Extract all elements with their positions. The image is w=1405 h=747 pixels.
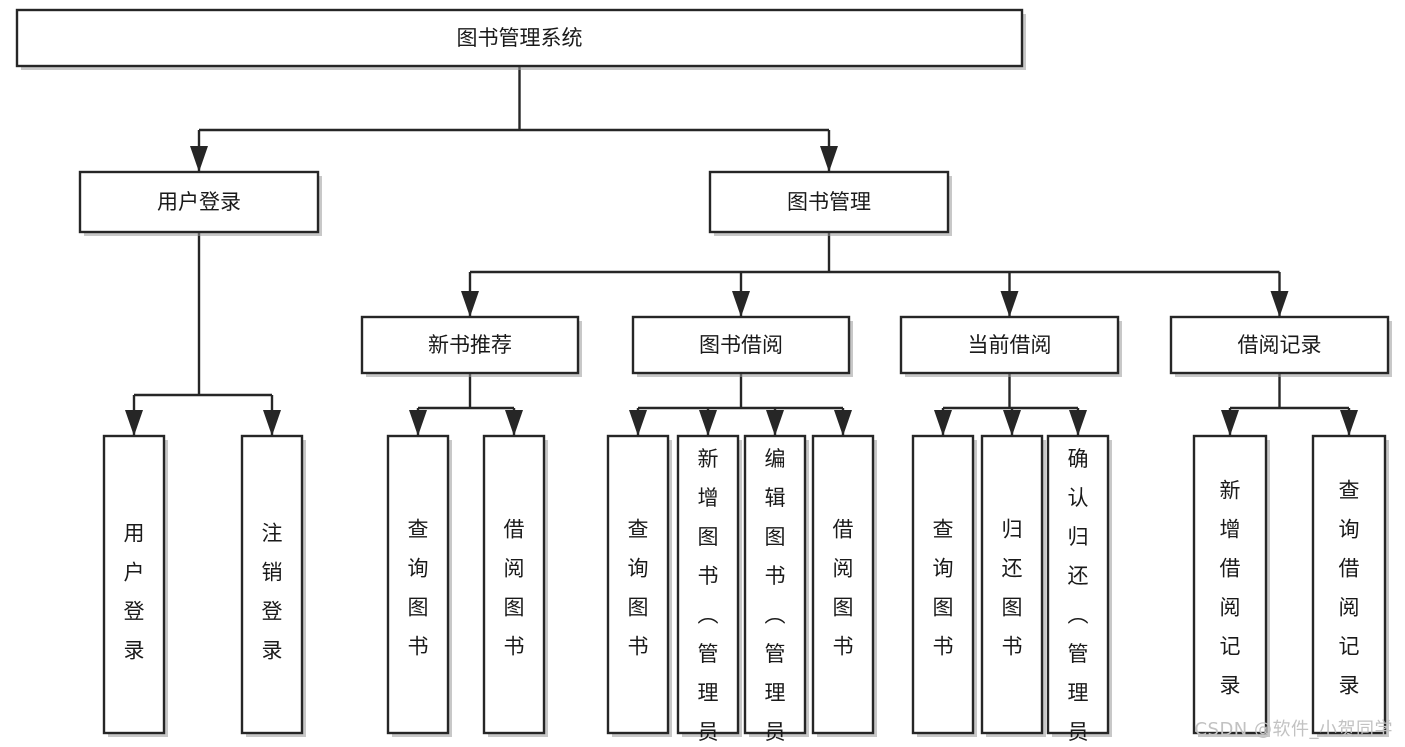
node-label: 图书管理系统 (457, 26, 583, 50)
node-leaf-1[interactable]: 注销登录 (240, 434, 306, 737)
arrow-head-icon (934, 410, 952, 436)
arrow-head-icon (629, 410, 647, 436)
arrow-head-icon (190, 146, 208, 172)
node-leaf-4[interactable]: 查询图书 (606, 434, 672, 737)
node-leaf-2[interactable]: 查询图书 (386, 434, 452, 737)
node-label: 用户登录 (157, 190, 241, 214)
box-outline (811, 434, 875, 735)
arrow-head-icon (461, 291, 479, 317)
node-level2-1[interactable]: 图书管理 (708, 170, 952, 236)
node-label: 查询图书 (408, 518, 429, 659)
arrow-head-icon (1270, 291, 1289, 317)
box-outline (676, 434, 740, 735)
node-label: 借阅记录 (1238, 333, 1322, 357)
node-leaf-10[interactable]: 确认归还︵管理员︶ (1046, 434, 1112, 747)
node-label: 注销登录 (262, 522, 283, 663)
arrow-head-icon (409, 410, 427, 436)
box-outline (631, 315, 851, 375)
box-outline (240, 434, 304, 735)
node-leaf-5[interactable]: 新增图书︵管理员︶ (676, 434, 742, 747)
node-label: 新增图书︵管理员︶ (698, 447, 719, 747)
node-label: 图书管理 (787, 190, 871, 214)
box-outline (386, 434, 450, 735)
box-outline (708, 170, 950, 234)
box-outline (606, 434, 670, 735)
arrow-head-icon (1069, 410, 1087, 436)
node-layer: 图书管理系统用户登录图书管理新书推荐图书借阅当前借阅借阅记录用户登录注销登录查询… (15, 8, 1392, 747)
node-leaf-12[interactable]: 查询借阅记录 (1311, 434, 1389, 737)
arrow-head-icon (1000, 291, 1019, 317)
node-label: 确认归还︵管理员︶ (1068, 447, 1089, 747)
box-outline (1192, 434, 1268, 735)
arrow-head-icon (820, 146, 838, 172)
node-label: 用户登录 (124, 522, 145, 663)
node-leaf-3[interactable]: 借阅图书 (482, 434, 548, 737)
node-label: 新书推荐 (428, 333, 512, 357)
node-level3-1[interactable]: 图书借阅 (631, 315, 853, 377)
arrow-head-icon (1003, 410, 1021, 436)
node-leaf-11[interactable]: 新增借阅记录 (1192, 434, 1270, 737)
arrow-head-icon (732, 291, 750, 317)
box-outline (899, 315, 1120, 375)
box-outline (360, 315, 580, 375)
csdn-watermark: CSDN @软件_小贺同学 (1194, 719, 1393, 740)
node-label: 图书借阅 (699, 333, 783, 357)
arrow-head-icon (1221, 410, 1239, 436)
box-outline (78, 170, 320, 234)
arrow-head-icon (1340, 410, 1358, 436)
node-leaf-7[interactable]: 借阅图书 (811, 434, 877, 737)
connector-layer (125, 66, 1358, 436)
box-outline (743, 434, 807, 735)
node-level3-3[interactable]: 借阅记录 (1169, 315, 1392, 377)
node-label: 查询图书 (628, 518, 649, 659)
box-outline (15, 8, 1024, 68)
node-label: 当前借阅 (968, 333, 1052, 357)
node-leaf-8[interactable]: 查询图书 (911, 434, 977, 737)
node-leaf-9[interactable]: 归还图书 (980, 434, 1046, 737)
arrow-head-icon (766, 410, 784, 436)
node-label: 查询借阅记录 (1339, 479, 1360, 698)
node-label: 新增借阅记录 (1220, 479, 1241, 698)
box-outline (102, 434, 166, 735)
node-root-图书管理系统[interactable]: 图书管理系统 (15, 8, 1026, 70)
node-leaf-6[interactable]: 编辑图书︵管理员︶ (743, 434, 809, 747)
node-label: 查询图书 (933, 518, 954, 659)
arrow-head-icon (834, 410, 852, 436)
box-outline (1046, 434, 1110, 735)
arrow-head-icon (699, 410, 717, 436)
arrow-head-icon (125, 410, 143, 436)
box-outline (1169, 315, 1390, 375)
box-outline (911, 434, 975, 735)
node-level3-2[interactable]: 当前借阅 (899, 315, 1122, 377)
arrow-head-icon (263, 410, 281, 436)
box-outline (482, 434, 546, 735)
node-level2-0[interactable]: 用户登录 (78, 170, 322, 236)
node-leaf-0[interactable]: 用户登录 (102, 434, 168, 737)
box-outline (980, 434, 1044, 735)
node-level3-0[interactable]: 新书推荐 (360, 315, 582, 377)
box-outline (1311, 434, 1387, 735)
node-label: 编辑图书︵管理员︶ (765, 447, 786, 747)
node-label: 借阅图书 (504, 518, 525, 659)
node-label: 归还图书 (1002, 518, 1023, 659)
node-label: 借阅图书 (833, 518, 854, 659)
arrow-head-icon (505, 410, 523, 436)
